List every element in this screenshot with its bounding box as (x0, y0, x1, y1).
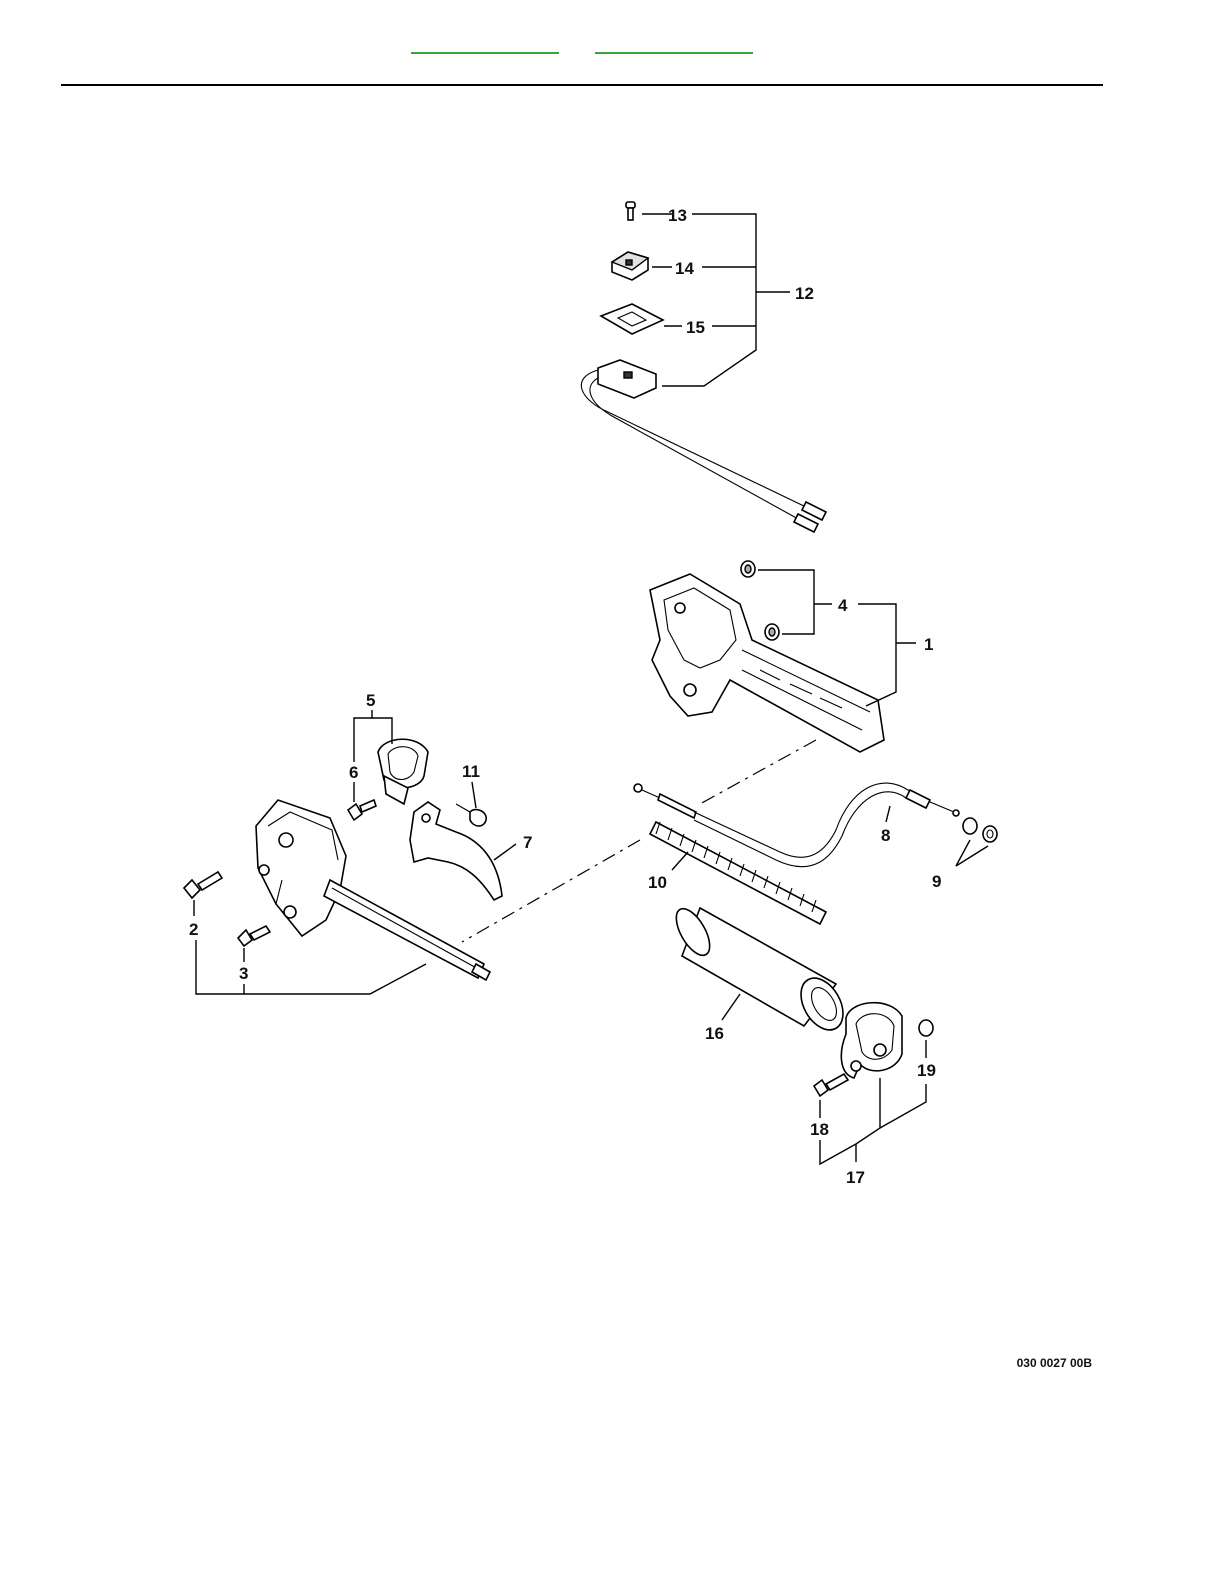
callout-3: 3 (239, 964, 248, 983)
drawing-number: 030 0027 00B (980, 1356, 1092, 1370)
callout-7: 7 (523, 833, 532, 852)
part-13-screw (626, 202, 635, 220)
leader-7 (494, 844, 516, 860)
leader-17-right (880, 1084, 926, 1128)
callout-11: 11 (462, 762, 480, 781)
leader-5-bracket-right (372, 718, 392, 744)
callout-14: 14 (675, 259, 694, 278)
leader-12-bracket (662, 214, 756, 386)
callout-8: 8 (881, 826, 890, 845)
callout-5: 5 (366, 691, 375, 710)
callout-4: 4 (838, 596, 848, 615)
callout-6: 6 (349, 763, 358, 782)
leader-main-bracket (196, 940, 426, 994)
part-17-clamp (841, 1003, 902, 1078)
callout-13: 13 (668, 206, 687, 225)
assembly-axis-upper (700, 740, 816, 804)
leader-4-bracket (758, 570, 814, 634)
part-2-bolt (184, 872, 222, 898)
part-5-clamp (378, 739, 428, 804)
callout-2: 2 (189, 920, 198, 939)
part-15-switch-plate (601, 304, 663, 334)
callout-9: 9 (932, 872, 941, 891)
part-11-spring (456, 804, 486, 826)
leader-8 (886, 806, 890, 822)
part-4-nut-lower (765, 624, 779, 640)
part-6-screw (348, 800, 376, 820)
leader-17-mid (856, 1078, 880, 1144)
leader-1-bracket (858, 604, 896, 706)
leader-10 (672, 852, 688, 870)
callout-1: 1 (924, 635, 933, 654)
part-1-handle-half (650, 574, 884, 752)
part-19-nut (919, 1020, 933, 1036)
part-14-switch-knob (612, 252, 648, 280)
callout-10: 10 (648, 873, 667, 892)
callout-12: 12 (795, 284, 814, 303)
part-4-nut-upper (741, 561, 755, 577)
part-18-bolt (814, 1074, 848, 1096)
leader-17-left (820, 1140, 856, 1164)
part-10-spring (650, 822, 826, 924)
part-7-throttle-trigger (410, 802, 502, 900)
callout-16: 16 (705, 1024, 724, 1043)
leader-11 (472, 782, 476, 808)
callout-19: 19 (917, 1061, 936, 1080)
part-9-nut-b (983, 826, 997, 842)
leader-16 (722, 994, 740, 1020)
callout-17: 17 (846, 1168, 865, 1187)
leader-5-bracket-left (354, 710, 372, 762)
part-3-bolt (238, 926, 270, 946)
callout-15: 15 (686, 318, 705, 337)
part-16-grip (670, 903, 852, 1037)
part-9-nut-a (963, 818, 977, 834)
part-8-throttle-cable (634, 783, 959, 867)
part-lower-handle-body (256, 800, 490, 980)
callout-18: 18 (810, 1120, 829, 1139)
